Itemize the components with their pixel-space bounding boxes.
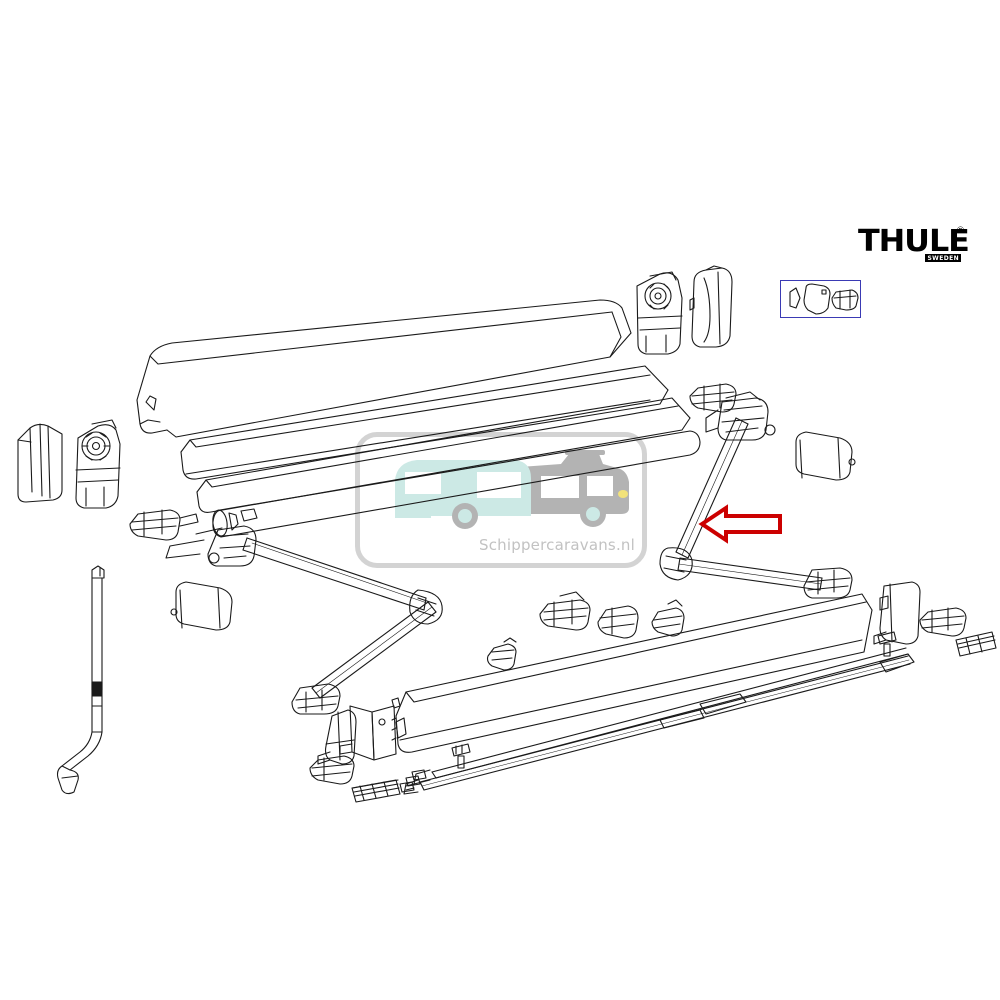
part-articulated-arm-left (242, 537, 443, 699)
parts-highlight-box (780, 280, 861, 318)
part-arm-foot-bracket-right (803, 567, 853, 599)
part-threaded-pin-2 (955, 631, 997, 657)
part-end-bracket-bottom-left (873, 581, 921, 645)
part-gear-drive-mechanism (75, 419, 121, 509)
part-highlight-detail-left (789, 287, 801, 309)
part-highlight-detail-right (831, 289, 859, 311)
part-articulated-arm-right (659, 417, 823, 591)
part-arm-cover-cap-left (170, 581, 233, 631)
part-awning-case-back-rail (196, 397, 691, 513)
part-arm-cover-cap-right (795, 431, 856, 481)
part-small-clip-h (919, 607, 967, 637)
thule-logo: THULE ® SWEDEN (858, 226, 970, 262)
part-lead-rail-profile (391, 593, 873, 753)
part-small-clip-g (309, 755, 355, 785)
part-small-clip-c (597, 605, 639, 639)
part-small-clip-e (129, 509, 199, 541)
thule-subtitle: SWEDEN (925, 254, 961, 262)
part-arm-shoulder-bracket-left (165, 525, 257, 567)
part-mounting-bracket-plate (339, 705, 397, 761)
part-crank-handle-rod (56, 565, 105, 795)
part-gear-housing-cover (689, 265, 733, 348)
part-highlight-detail-center (803, 283, 831, 315)
part-awning-case-top-cover (136, 299, 632, 438)
part-small-clip-a (486, 637, 517, 671)
part-screw-set (399, 769, 427, 793)
part-threaded-pin-1 (351, 779, 401, 803)
registered-trademark-icon: ® (956, 226, 965, 236)
part-small-clip-d (651, 599, 685, 637)
part-small-clip-f (689, 383, 737, 413)
part-tension-rafter-rod-rear (413, 647, 909, 785)
part-wall-plate-lower (391, 697, 401, 709)
part-end-cap-cover-left (17, 423, 63, 503)
part-awning-case-front-profile (180, 365, 669, 480)
part-knurled-screw-1 (451, 743, 471, 769)
part-arm-shoulder-bracket-right (705, 391, 776, 441)
part-gear-housing-right (636, 271, 683, 355)
part-tension-rafter-rod-front (403, 653, 915, 795)
part-small-clip-b (539, 591, 591, 631)
part-fabric-roller-tube (212, 430, 701, 538)
part-arm-foot-bracket-left (291, 683, 341, 715)
part-roller-end-plug (240, 508, 258, 522)
callout-arrow-icon (698, 504, 782, 544)
part-knurled-screw-2 (877, 631, 897, 657)
thule-wordmark: THULE (858, 224, 970, 259)
